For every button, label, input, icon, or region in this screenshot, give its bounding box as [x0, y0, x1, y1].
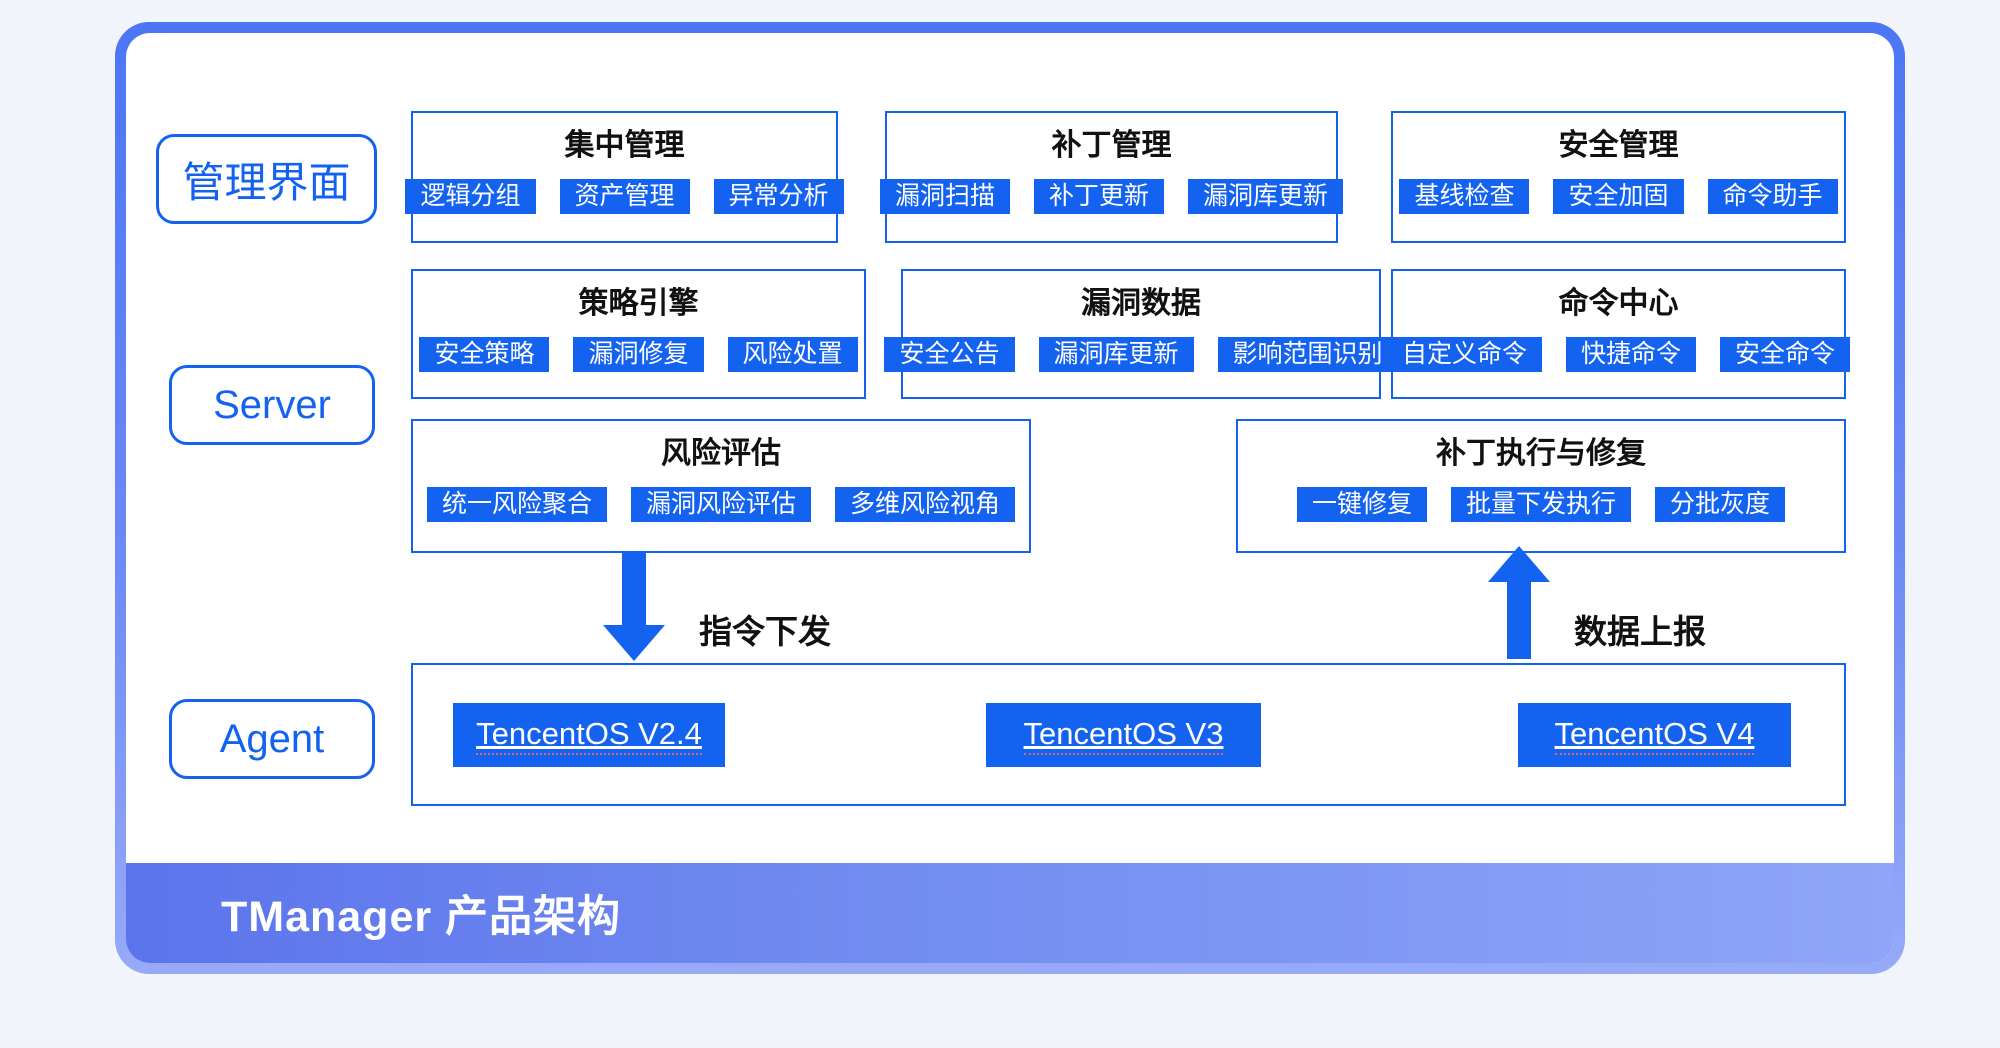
feature-tag: 安全策略 — [419, 337, 550, 372]
feature-tag: 批量下发执行 — [1450, 487, 1631, 522]
footer-banner: TManager 产品架构 — [126, 863, 1894, 963]
tencentos-v3-button: TencentOS V3 — [986, 703, 1261, 767]
module-title: 集中管理 — [564, 129, 685, 162]
arrow-shaft — [622, 553, 646, 625]
feature-tag: 安全命令 — [1720, 337, 1851, 372]
feature-tag-row: 一键修复 批量下发执行 分批灰度 — [1238, 487, 1844, 522]
architecture-card: 管理界面 Server Agent 集中管理 逻辑分组 资产管理 异常分析 补丁… — [115, 22, 1905, 974]
feature-tag: 分批灰度 — [1655, 487, 1786, 522]
arrow-shaft — [1507, 582, 1531, 659]
arrow-label-command-dispatch: 指令下发 — [699, 613, 831, 650]
feature-tag: 安全加固 — [1553, 179, 1684, 214]
feature-tag: 异常分析 — [713, 179, 844, 214]
feature-tag: 漏洞库更新 — [1188, 179, 1344, 214]
feature-tag: 漏洞扫描 — [879, 179, 1010, 214]
feature-tag: 安全公告 — [884, 337, 1015, 372]
module-title: 命令中心 — [1558, 287, 1679, 320]
layer-label-server-text: Server — [213, 382, 331, 427]
feature-tag: 逻辑分组 — [405, 179, 536, 214]
module-command-center: 命令中心 自定义命令 快捷命令 安全命令 — [1386, 269, 1851, 399]
module-security-management: 安全管理 基线检查 安全加固 命令助手 — [1391, 111, 1846, 243]
module-patch-management: 补丁管理 漏洞扫描 补丁更新 漏洞库更新 — [879, 111, 1344, 243]
arrow-up-icon — [1488, 546, 1550, 661]
tencentos-v3-label: TencentOS V3 — [1023, 716, 1224, 755]
arrow-head — [603, 625, 665, 661]
feature-tag: 风险处置 — [727, 337, 858, 372]
page-title: TManager 产品架构 — [221, 893, 622, 941]
module-risk-assessment: 风险评估 统一风险聚合 漏洞风险评估 多维风险视角 — [411, 419, 1031, 553]
feature-tag: 统一风险聚合 — [426, 487, 607, 522]
layer-label-agent-text: Agent — [219, 716, 325, 761]
tencentos-v2-4-button: TencentOS V2.4 — [453, 703, 725, 767]
feature-tag-row: 安全公告 漏洞库更新 影响范围识别 — [884, 337, 1398, 372]
tencentos-v4-label: TencentOS V4 — [1554, 716, 1755, 755]
feature-tag: 多维风险视角 — [835, 487, 1016, 522]
feature-tag-row: 安全策略 漏洞修复 风险处置 — [413, 337, 864, 372]
feature-tag-row: 自定义命令 快捷命令 安全命令 — [1386, 337, 1851, 372]
feature-tag-row: 漏洞扫描 补丁更新 漏洞库更新 — [879, 179, 1344, 214]
tencentos-v2-4-label: TencentOS V2.4 — [476, 716, 702, 755]
feature-tag: 补丁更新 — [1034, 179, 1165, 214]
module-title: 策略引擎 — [578, 287, 699, 320]
module-policy-engine: 策略引擎 安全策略 漏洞修复 风险处置 — [411, 269, 866, 399]
feature-tag: 自定义命令 — [1386, 337, 1542, 372]
arrow-label-data-report: 数据上报 — [1574, 613, 1706, 650]
module-vulnerability-data: 漏洞数据 安全公告 漏洞库更新 影响范围识别 — [884, 269, 1398, 399]
feature-tag: 影响范围识别 — [1217, 337, 1398, 372]
module-title: 补丁管理 — [1051, 129, 1172, 162]
feature-tag: 快捷命令 — [1566, 337, 1697, 372]
architecture-card-inner: 管理界面 Server Agent 集中管理 逻辑分组 资产管理 异常分析 补丁… — [126, 33, 1894, 963]
module-title: 风险评估 — [661, 437, 781, 470]
feature-tag-row: 统一风险聚合 漏洞风险评估 多维风险视角 — [413, 487, 1029, 522]
arrow-down-icon — [603, 553, 665, 661]
module-title: 安全管理 — [1558, 129, 1679, 162]
layer-label-management-ui: 管理界面 — [156, 134, 377, 224]
agent-layer-box: TencentOS V2.4 TencentOS V3 TencentOS V4 — [411, 663, 1846, 806]
feature-tag: 漏洞库更新 — [1038, 337, 1194, 372]
feature-tag: 漏洞风险评估 — [630, 487, 811, 522]
arrow-head — [1488, 546, 1550, 582]
module-title: 漏洞数据 — [1081, 287, 1201, 320]
feature-tag: 资产管理 — [559, 179, 690, 214]
feature-tag-row: 基线检查 安全加固 命令助手 — [1393, 179, 1844, 214]
module-centralized-management: 集中管理 逻辑分组 资产管理 异常分析 — [405, 111, 844, 243]
feature-tag: 基线检查 — [1399, 179, 1530, 214]
feature-tag: 命令助手 — [1707, 179, 1838, 214]
module-title: 补丁执行与修复 — [1436, 437, 1646, 470]
module-patch-execution: 补丁执行与修复 一键修复 批量下发执行 分批灰度 — [1236, 419, 1846, 553]
feature-tag: 漏洞修复 — [573, 337, 704, 372]
layer-label-management-ui-text: 管理界面 — [182, 158, 351, 206]
layer-label-agent: Agent — [169, 699, 375, 779]
feature-tag: 一键修复 — [1296, 487, 1427, 522]
tencentos-v4-button: TencentOS V4 — [1518, 703, 1791, 767]
layer-label-server: Server — [169, 365, 375, 445]
feature-tag-row: 逻辑分组 资产管理 异常分析 — [405, 179, 844, 214]
